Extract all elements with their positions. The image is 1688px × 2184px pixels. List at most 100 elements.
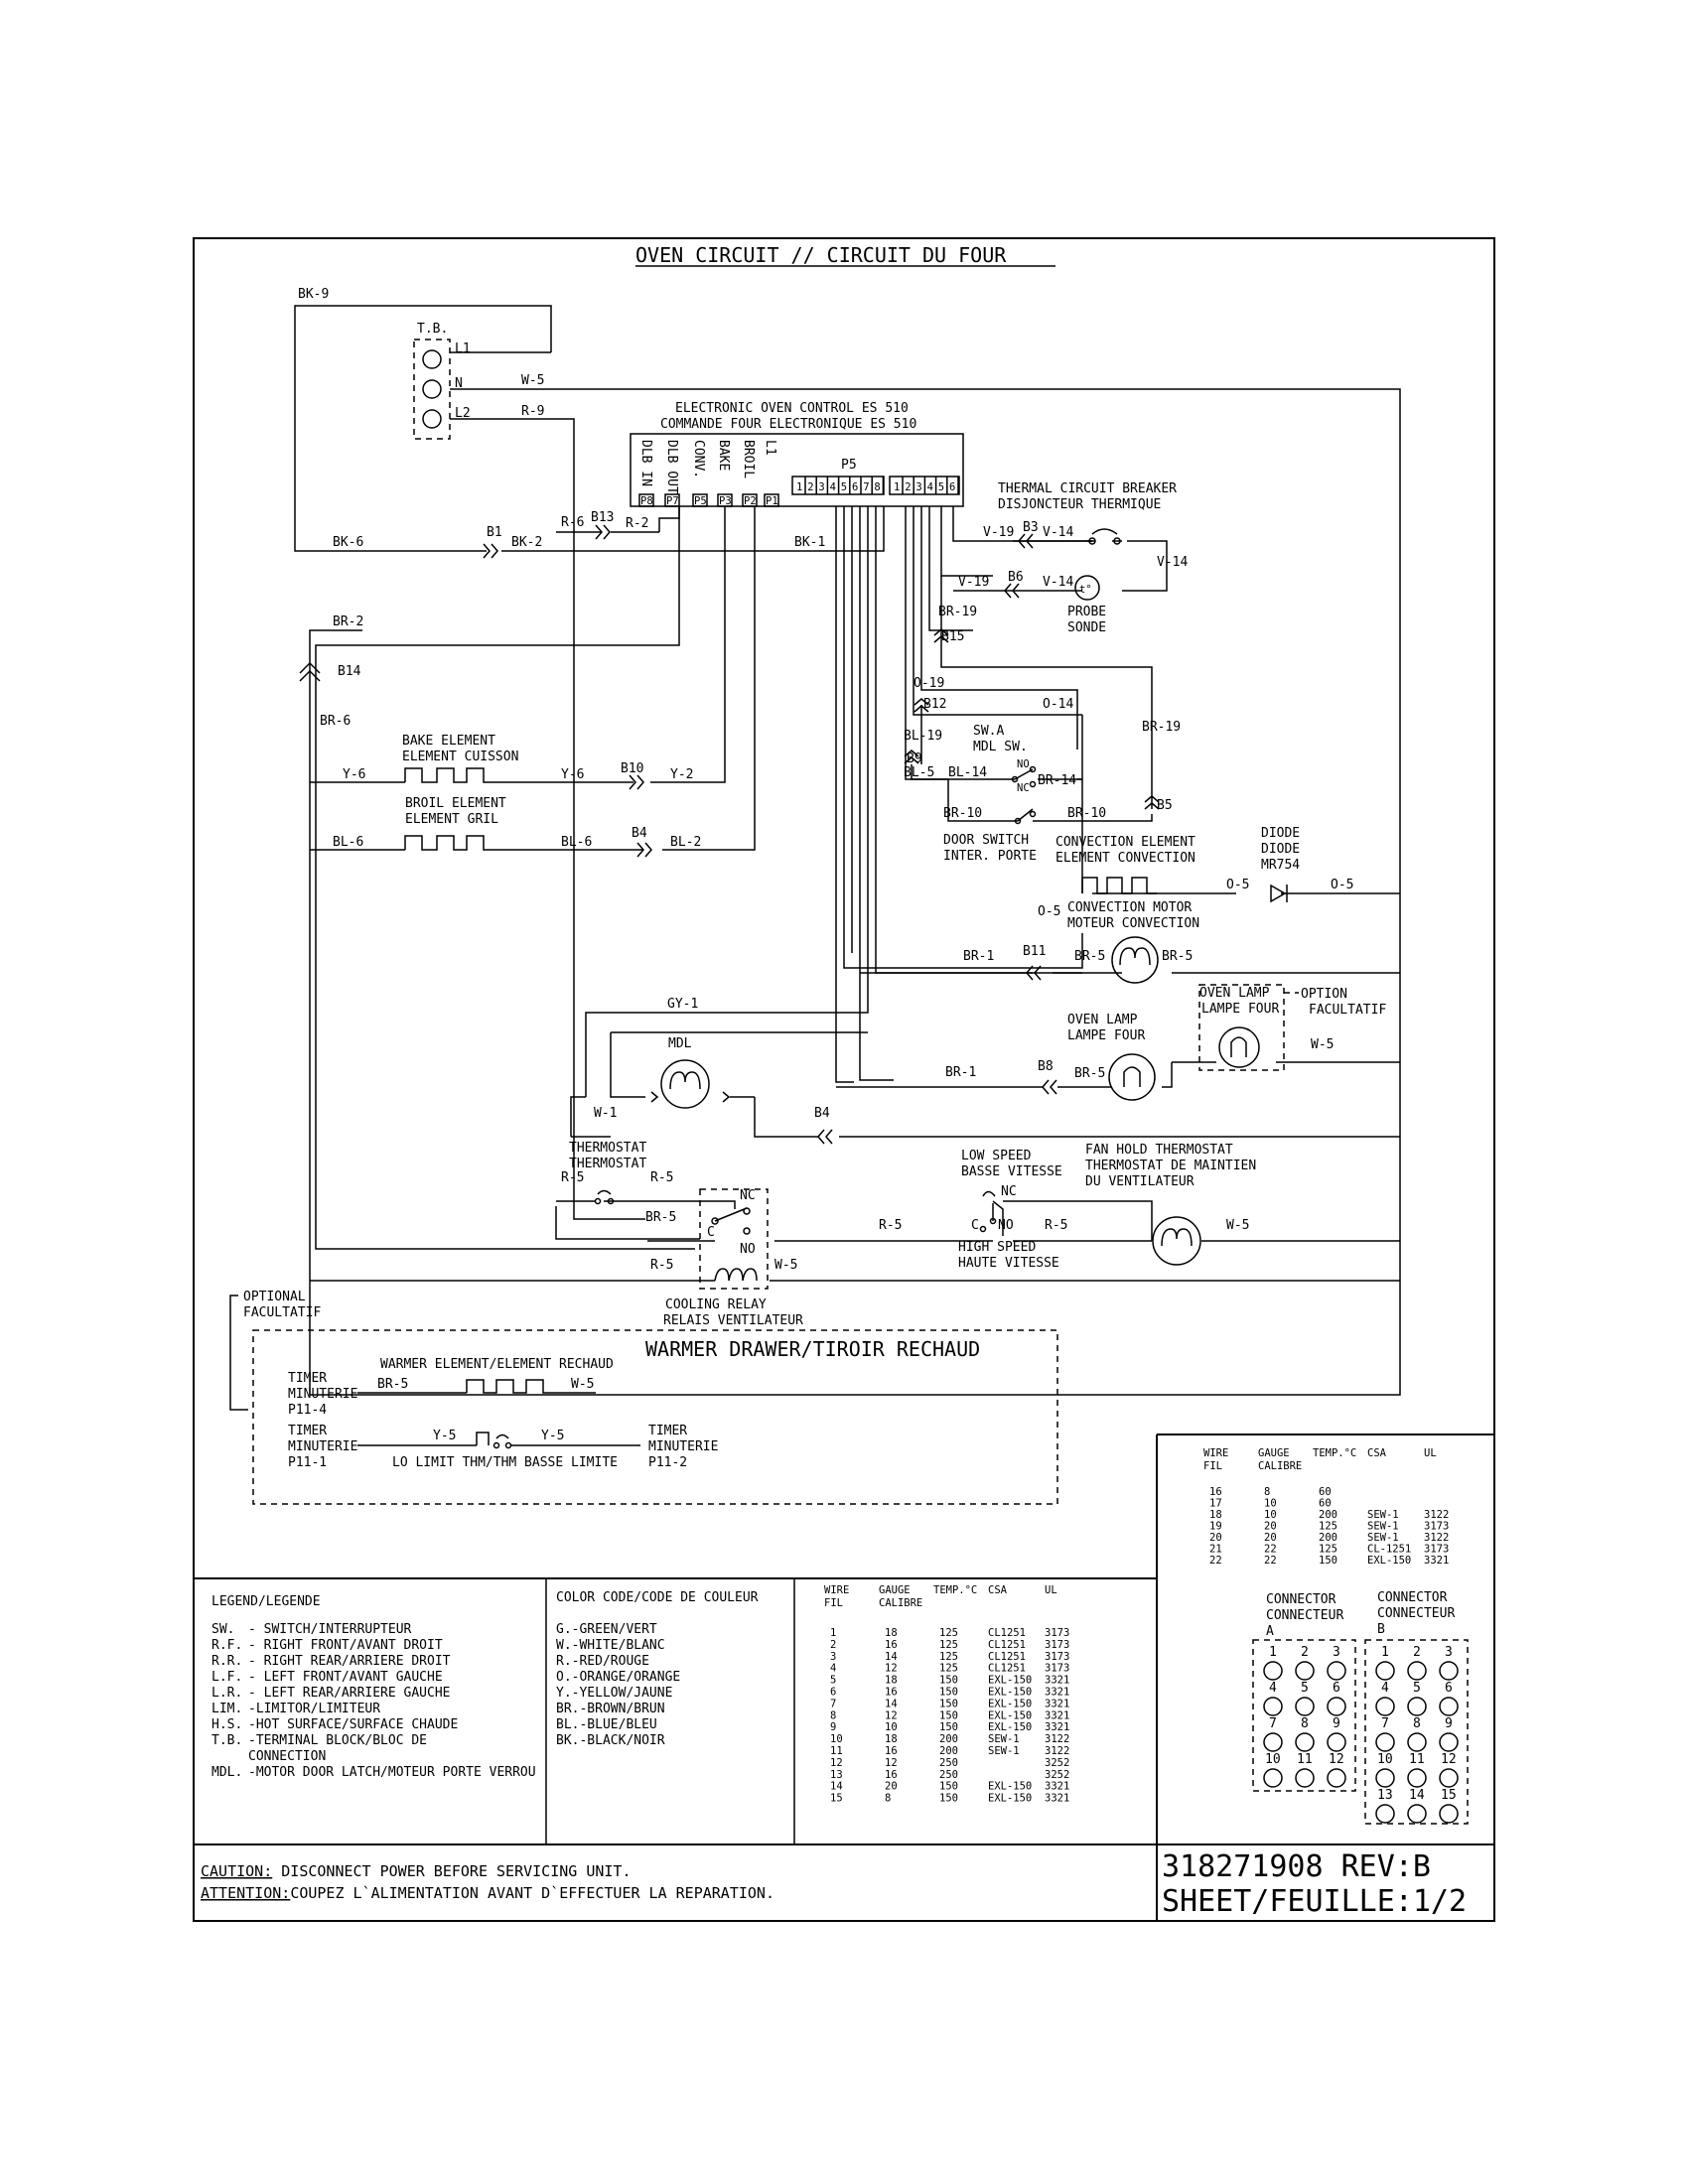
p5-label: P5: [841, 458, 857, 473]
wire-table-header: WIRE: [1203, 1447, 1228, 1459]
wire-table-cell: SEW-1: [1367, 1532, 1399, 1544]
conn-a-label2: CONNECTEUR: [1266, 1608, 1343, 1623]
conn-a-label3: A: [1266, 1624, 1274, 1639]
wire-table-header: UL: [1045, 1584, 1057, 1596]
wire-table-cell: 60: [1319, 1486, 1332, 1498]
wire-bl5: BL-5: [904, 765, 934, 780]
warmer-optional1: OPTIONAL: [243, 1290, 306, 1304]
wire-table-cell: 10: [1264, 1509, 1277, 1521]
wire-table-cell: 3122: [1424, 1509, 1449, 1521]
p6-pin-5: 5: [938, 481, 944, 493]
wire-table-cell: 3173: [1045, 1663, 1069, 1675]
connector-pin: [1295, 1768, 1315, 1788]
warmer-timer2c: P11-1: [288, 1455, 327, 1470]
wire-table-header2: CALIBRE: [1258, 1460, 1302, 1472]
connector-symbols: [299, 524, 1160, 1145]
diagram-title: OVEN CIRCUIT // CIRCUIT DU FOUR: [635, 243, 1007, 267]
wire-w5-top: W-5: [521, 373, 544, 388]
cmotor-label1: CONVECTION MOTOR: [1067, 900, 1192, 915]
wire-v14b: V-14: [1157, 555, 1188, 570]
relay-c: C: [707, 1225, 715, 1240]
wire-table-cell: 3321: [1424, 1555, 1449, 1567]
wire-table-header: GAUGE: [1258, 1447, 1290, 1459]
low-no: NO: [998, 1218, 1014, 1233]
wire-br10b: BR-10: [1067, 806, 1106, 821]
wire-table-cell: 3321: [1045, 1709, 1069, 1721]
attention-text: COUPEZ L`ALIMENTATION AVANT D`EFFECTUER …: [290, 1884, 774, 1902]
olamp-opt-label2: LAMPE FOUR: [1201, 1002, 1279, 1017]
wire-r5d: R-5: [1045, 1218, 1067, 1233]
wire-table-cell: 12: [885, 1757, 898, 1769]
wire-table-cell: 5: [830, 1675, 836, 1687]
warmer-timer1b: MINUTERIE: [288, 1387, 357, 1402]
connector-pin-number: 7: [1269, 1716, 1277, 1731]
legend-abbr: MDL.: [211, 1765, 242, 1780]
legend-desc: -TERMINAL BLOCK/BLOC DE: [248, 1733, 427, 1748]
conv-label2: ELEMENT CONVECTION: [1055, 851, 1196, 866]
wire-table-cell: 17: [1209, 1498, 1222, 1510]
diode-label2: DIODE: [1261, 842, 1300, 857]
connector-pin-number: 3: [1333, 1645, 1340, 1660]
diode-label3: MR754: [1261, 858, 1300, 873]
legend-desc: - LEFT REAR/ARRIERE GAUCHE: [248, 1686, 451, 1701]
legend-abbr: R.R.: [211, 1654, 242, 1669]
wire-r5a: R-5: [561, 1170, 584, 1185]
pin-label-dlb-in: DLB IN: [638, 440, 653, 486]
connector-pin: [1295, 1732, 1315, 1752]
eoc-title2: COMMANDE FOUR ELECTRONIQUE ES 510: [660, 417, 916, 432]
pin-p5: P5: [694, 495, 707, 507]
olamp-opt-label1: OVEN LAMP: [1199, 986, 1270, 1001]
wire-table-cell: 18: [885, 1733, 898, 1745]
pin-label-broil: BROIL: [741, 440, 756, 478]
terminal-block: T.B. L1 N L2: [413, 322, 471, 440]
wire-o5b: O-5: [1331, 878, 1353, 892]
wire-table-cell: 18: [885, 1675, 898, 1687]
thermo-label1: THERMOSTAT: [569, 1141, 646, 1156]
wire-table-cell: 3321: [1045, 1721, 1069, 1733]
swa-nc: NC: [1017, 782, 1030, 794]
wire-bl19: BL-19: [904, 729, 942, 744]
wire-table-cell: 3: [830, 1651, 836, 1663]
wire-table-cell: CL1251: [988, 1651, 1026, 1663]
connector-pin-number: 1: [1381, 1645, 1389, 1660]
low-nc: NC: [1001, 1184, 1017, 1199]
wire-table-cell: 14: [885, 1651, 898, 1663]
electronic-oven-control: ELECTRONIC OVEN CONTROL ES 510 COMMANDE …: [630, 401, 964, 507]
wire-table-cell: 150: [939, 1675, 958, 1687]
conn-b12: B12: [923, 697, 946, 712]
wire-table-cell: 20: [1264, 1532, 1277, 1544]
wire-table-cell: 125: [939, 1639, 958, 1651]
wire-o5c: O-5: [1038, 904, 1060, 919]
doc-number: 318271908 REV:B: [1162, 1849, 1431, 1884]
eoc-title1: ELECTRONIC OVEN CONTROL ES 510: [675, 401, 909, 416]
wire-br6: BR-6: [320, 714, 351, 729]
tcb-label1: THERMAL CIRCUIT BREAKER: [998, 481, 1177, 496]
connector-pin-number: 4: [1381, 1681, 1389, 1696]
wire-table-cell: 3321: [1045, 1698, 1069, 1709]
relay-label1: COOLING RELAY: [665, 1297, 767, 1312]
wire-table-cell: 3321: [1045, 1781, 1069, 1793]
svg-text:t°: t°: [1079, 584, 1092, 596]
wire-labels: BK-9 W-5 R-9 BK-6 BK-2 B1 R-6 B13 R-2 BK…: [298, 287, 1353, 1273]
caution-text: DISCONNECT POWER BEFORE SERVICING UNIT.: [272, 1862, 631, 1880]
legend-desc: -MOTOR DOOR LATCH/MOTEUR PORTE VERROU: [248, 1765, 536, 1780]
wire-table-cell: 10: [830, 1733, 843, 1745]
wire-table-cell: 150: [939, 1781, 958, 1793]
conn-b3: B3: [1023, 520, 1039, 535]
cmotor-label2: MOTEUR CONVECTION: [1067, 916, 1199, 931]
wire-table-cell: 150: [939, 1721, 958, 1733]
wiring: [294, 305, 1401, 1396]
legend-abbr: L.F.: [211, 1670, 242, 1685]
color-code-row: G.-GREEN/VERT: [556, 1622, 657, 1637]
wire-br5a: BR-5: [1074, 949, 1105, 964]
wire-table-cell: 18: [885, 1627, 898, 1639]
wire-table-cell: 12: [885, 1663, 898, 1675]
wire-table-cell: 3321: [1045, 1793, 1069, 1805]
wire-table-cell: CL-1251: [1367, 1544, 1411, 1556]
probe-label1: PROBE: [1067, 605, 1106, 619]
pin-label-dlb-out: DLB OUT: [664, 440, 679, 494]
wire-gy1: GY-1: [667, 997, 698, 1012]
conn-b4a: B4: [632, 826, 647, 841]
connector-pin: [1375, 1661, 1395, 1681]
wire-table-cell: CL1251: [988, 1663, 1026, 1675]
